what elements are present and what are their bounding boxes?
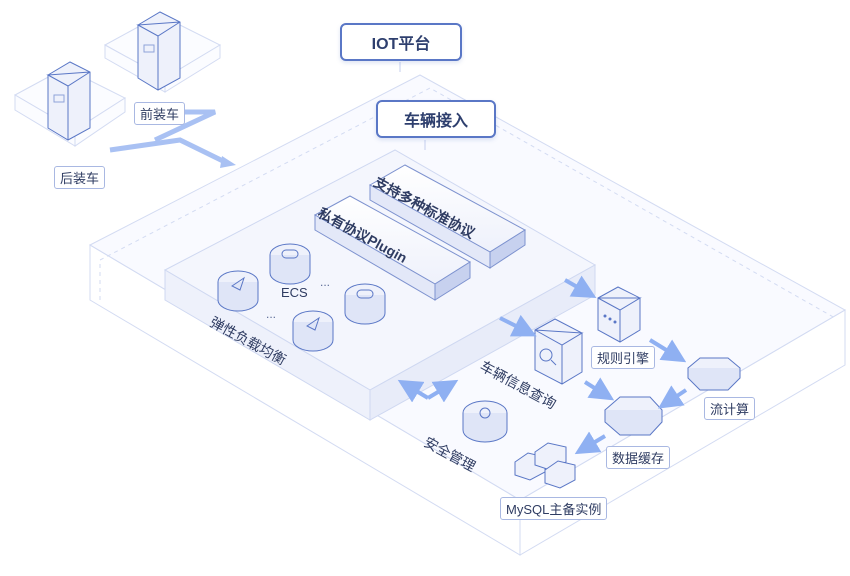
ecs-cylinder-1 (269, 243, 311, 285)
slb-cylinder-2 (292, 310, 334, 352)
mysql-cluster (514, 442, 576, 489)
slb-ellipsis: ... (266, 307, 277, 321)
rule-engine-box (597, 286, 642, 343)
stream-compute-hex (687, 357, 741, 391)
vehicle-rear-device (46, 61, 91, 141)
vehicle-query-box (534, 318, 584, 385)
front-vehicle-label: 前装车 (134, 102, 186, 125)
data-cache-label: 数据缓存 (606, 446, 671, 469)
vehicle-access-title: 车辆接入 (376, 100, 496, 138)
private-protocol-bar (313, 195, 471, 301)
security-cylinder (462, 400, 508, 443)
rule-engine-label: 规则引擎 (591, 346, 656, 369)
iot-platform-title: IOT平台 (340, 23, 462, 61)
data-cache-hex (604, 396, 663, 436)
ecs-cylinder-2 (344, 283, 386, 325)
slb-cylinder-1 (217, 270, 259, 312)
mysql-label: MySQL主备实例 (500, 497, 608, 520)
vehicle-front-device (136, 11, 181, 91)
input-arrowhead (220, 156, 236, 168)
rear-vehicle-label: 后装车 (54, 166, 106, 189)
vehicle-input-arrows (109, 109, 227, 165)
ecs-ellipsis: ... (320, 275, 331, 289)
connector-lines (399, 62, 426, 150)
standard-protocol-bar (368, 164, 526, 269)
ecs-label: ECS (281, 285, 308, 300)
stream-compute-label: 流计算 (704, 397, 756, 420)
flow-arrows (397, 275, 688, 455)
